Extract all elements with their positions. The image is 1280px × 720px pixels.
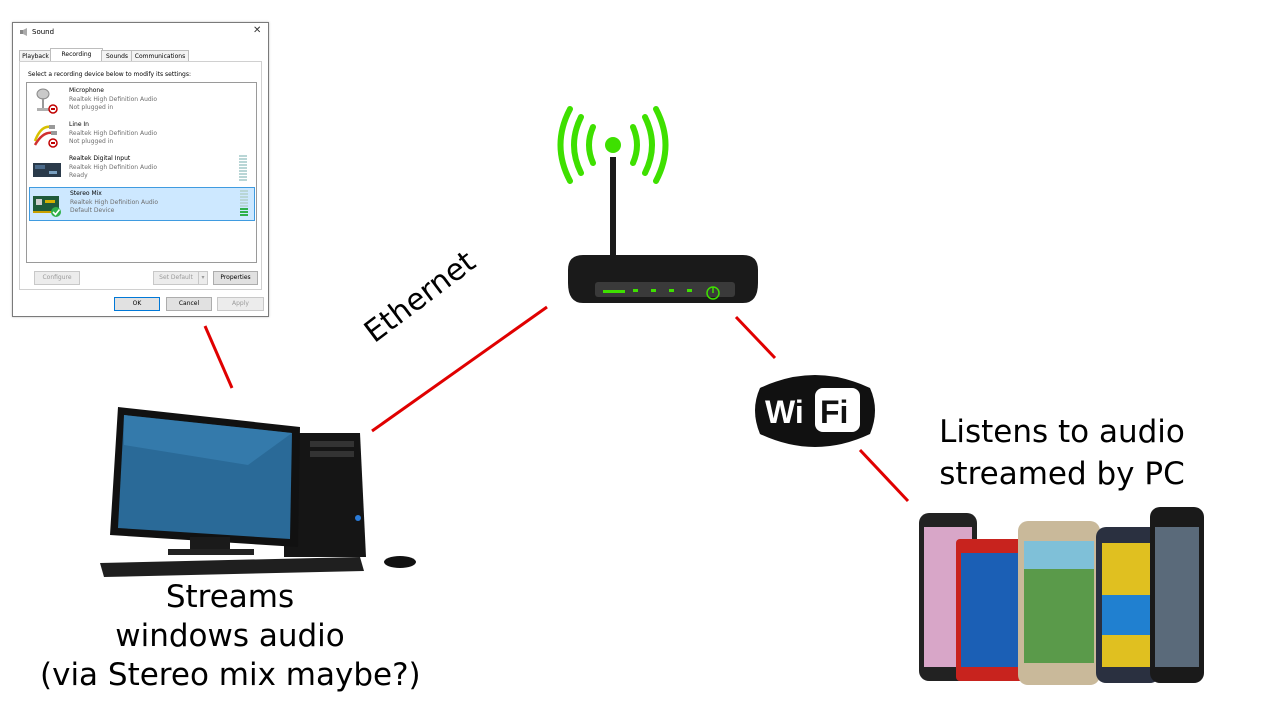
- properties-button[interactable]: Properties: [213, 271, 258, 285]
- phones-caption: Listens to audio streamed by PC: [912, 411, 1212, 495]
- wifi-router-icon: [557, 106, 758, 303]
- chevron-down-icon: ▾: [201, 274, 205, 281]
- close-icon[interactable]: ✕: [253, 25, 262, 36]
- set-default-dropdown[interactable]: ▾: [198, 271, 208, 285]
- instruction-text: Select a recording device below to modif…: [28, 71, 192, 78]
- device-status: Not plugged in: [69, 104, 114, 111]
- connector-pc-router: [371, 305, 548, 433]
- configure-button[interactable]: Configure: [34, 271, 80, 285]
- set-default-button[interactable]: Set Default: [153, 271, 199, 285]
- device-driver: Realtek High Definition Audio: [69, 164, 158, 171]
- dialog-titlebar[interactable]: Sound ✕: [13, 23, 268, 43]
- connector-wifi-phones: [858, 448, 910, 503]
- cancel-button[interactable]: Cancel: [166, 297, 212, 311]
- device-list[interactable]: Microphone Realtek High Definition Audio…: [26, 82, 257, 263]
- desktop-computer-icon: [100, 407, 416, 577]
- svg-text:Fi: Fi: [820, 394, 848, 430]
- smartphones-icon: [919, 507, 1204, 685]
- device-status: Default Device: [70, 207, 115, 214]
- connector-router-wifi: [734, 315, 777, 360]
- device-driver: Realtek High Definition Audio: [69, 130, 158, 137]
- device-name: Line In: [69, 121, 89, 128]
- phones-caption-line: streamed by PC: [939, 456, 1185, 492]
- device-name: Stereo Mix: [70, 190, 102, 197]
- wifi-signal-icon: [557, 106, 669, 184]
- level-meter: [240, 190, 248, 217]
- pc-caption-line: windows audio: [115, 618, 345, 654]
- list-item-line-in[interactable]: Line In Realtek High Definition Audio No…: [29, 119, 253, 151]
- phones-caption-line: Listens to audio: [939, 414, 1185, 450]
- level-meter: [239, 155, 247, 182]
- wifi-logo-icon: Wi Fi: [755, 375, 875, 447]
- device-status: Not plugged in: [69, 138, 114, 145]
- pc-caption-line: (via Stereo mix maybe?): [40, 657, 421, 693]
- list-item-stereo-mix[interactable]: Stereo Mix Realtek High Definition Audio…: [29, 187, 255, 221]
- list-item-microphone[interactable]: Microphone Realtek High Definition Audio…: [29, 85, 253, 117]
- speaker-icon: [20, 28, 27, 36]
- sound-card-icon: [33, 196, 61, 217]
- device-driver: Realtek High Definition Audio: [69, 96, 158, 103]
- device-name: Microphone: [69, 87, 104, 94]
- device-driver: Realtek High Definition Audio: [70, 199, 159, 206]
- device-status: Ready: [69, 172, 88, 179]
- wifi-logo-text: Wi: [765, 394, 804, 430]
- line-in-cable-icon: [33, 125, 58, 148]
- ok-button[interactable]: OK: [114, 297, 160, 311]
- pc-caption: Streams windows audio (via Stereo mix ma…: [40, 578, 421, 695]
- pc-caption-line: Streams: [165, 579, 295, 615]
- recording-panel: Select a recording device below to modif…: [19, 61, 262, 290]
- microphone-icon: [36, 88, 58, 114]
- device-name: Realtek Digital Input: [69, 155, 131, 162]
- list-item-realtek-digital-input[interactable]: Realtek Digital Input Realtek High Defin…: [29, 153, 253, 185]
- sound-dialog: Sound ✕ Playback Recording Sounds Commun…: [12, 22, 269, 317]
- connector-dialog-pc: [203, 325, 234, 389]
- digital-input-icon: [33, 163, 61, 177]
- dialog-title: Sound: [32, 28, 55, 36]
- tab-communications[interactable]: Communications: [131, 50, 189, 62]
- apply-button[interactable]: Apply: [217, 297, 264, 311]
